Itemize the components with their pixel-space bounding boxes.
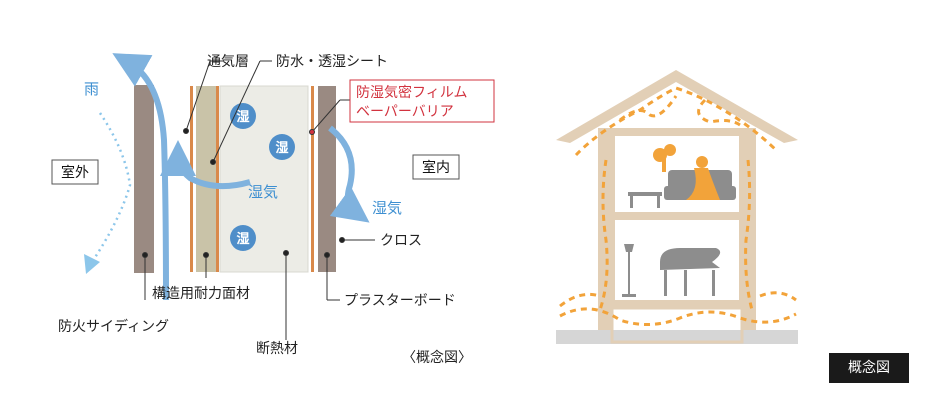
airflow-lines [559,86,797,326]
inner-wall-right [739,136,742,300]
wall-section: 湿 湿 湿 [51,53,495,366]
rain-arrowhead [84,254,100,274]
plasterboard-label: プラスターボード [344,293,456,309]
vapor-film-label-box [349,79,495,123]
leader-lines [142,60,375,340]
floor-lamp-icon [622,244,636,297]
person-icon [686,156,720,200]
structural-panel-label: 構造用耐力面材 [152,286,250,302]
caption-label: 〈概念図〉 [402,349,472,366]
rain-label: 雨 [84,80,99,98]
attic-floor [598,128,756,136]
concept-diagram-badge: 概念図 [829,353,909,383]
middle-floor [612,212,742,220]
moisture-in-arrow [328,125,370,223]
plasterboard-layer [318,86,336,272]
ground-floor-slab [612,300,742,308]
outdoor-box [51,159,99,185]
waterproof-sheet-label: 防水・透湿シート [276,54,388,70]
svg-text:湿: 湿 [275,141,288,156]
moist-air-outer-label: 湿気 [372,199,402,217]
fire-siding-layer [134,85,154,273]
moisture-badge-3: 湿 [230,225,256,251]
vapor-film-label-line2: ベーパーバリア [356,104,454,120]
house-illustration [556,70,798,344]
coffee-table-icon [628,192,662,208]
house-left-wall [598,134,612,330]
structural-panel-layer [196,86,216,272]
inner-wall-left [612,136,615,300]
roof [556,70,798,143]
moist-air-inner-label: 湿気 [248,183,278,201]
moisture-badge-2: 湿 [269,134,295,160]
foundation [610,306,744,344]
plant-icon [653,144,676,172]
moisture-out-arrow [160,140,251,190]
svg-text:湿: 湿 [236,110,249,125]
fire-siding-label: 防火サイディング [58,318,169,335]
air-layer-label: 通気層 [207,54,249,70]
indoor-label: 室内 [422,159,450,176]
vapor-film-label-line1: 防湿気密フィルム [356,84,467,101]
insulation-label: 断熱材 [256,341,298,357]
indoor-box [412,154,460,180]
cloth-label: クロス [380,233,422,249]
svg-text:湿: 湿 [236,232,249,247]
panel-edge [216,86,219,272]
outdoor-label: 室外 [61,164,89,181]
vapor-barrier-film [311,86,314,272]
grand-piano-icon [660,248,721,296]
rain-path [90,112,132,263]
moisture-badge-1: 湿 [230,103,256,129]
